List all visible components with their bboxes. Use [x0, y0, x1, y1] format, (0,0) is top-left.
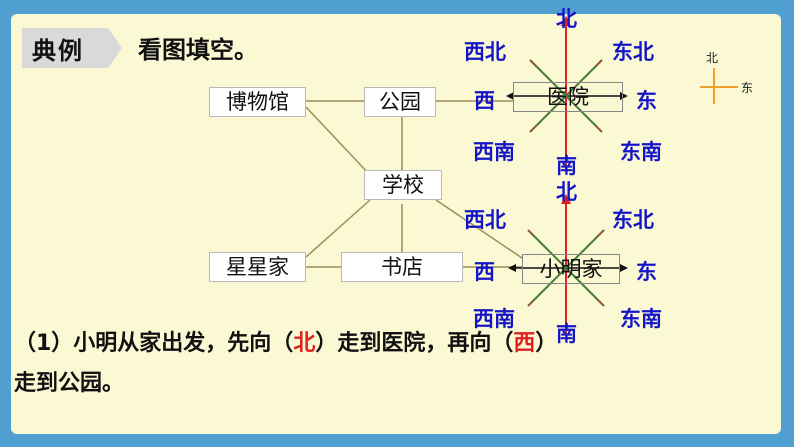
compass-bottom: [508, 194, 628, 335]
line-school-xiaoming: [435, 199, 523, 259]
compass-top-north-label: 北: [556, 7, 577, 31]
compass-top-southwest-label: 西南: [473, 140, 515, 164]
compass-bottom-northwest-label: 西北: [464, 208, 506, 232]
slide-card: [11, 14, 781, 434]
question-part3: ）: [535, 331, 558, 356]
node-xingxing-home: 星星家: [209, 252, 306, 282]
compass-top-south-label: 南: [556, 154, 577, 178]
example-badge: [22, 28, 122, 68]
node-bookstore: 书店: [341, 252, 463, 282]
map-connections: [305, 100, 523, 268]
compass-top-northwest-label: 西北: [464, 40, 506, 64]
compass-bottom-south-label: 南: [556, 322, 577, 346]
question-part2: ）走到医院，再向（: [315, 331, 514, 356]
answer-2: 西: [513, 331, 536, 356]
compass-bottom-southwest-label: 西南: [473, 307, 515, 331]
question-line-1: （1）小明从家出发，先向（北）走到医院，再向（西）: [14, 325, 557, 357]
question-part1: （1）小明从家出发，先向（: [14, 331, 294, 356]
question-line-2: 走到公园。: [14, 371, 125, 396]
direction-legend: [700, 68, 738, 104]
line-museum-school: [305, 106, 371, 176]
compass-bottom-west-label: 西: [474, 260, 495, 284]
compass-top-northeast-label: 东北: [612, 40, 654, 64]
node-school: 学校: [364, 170, 442, 200]
compass-bottom-north-label: 北: [556, 180, 577, 204]
instruction-text: 看图填空。: [138, 36, 258, 64]
line-school-xingxing: [305, 199, 371, 258]
compass-bottom-east-label: 东: [636, 260, 657, 284]
compass-top-east-label: 东: [636, 89, 657, 113]
node-park: 公园: [364, 87, 436, 117]
node-museum: 博物馆: [209, 87, 306, 117]
answer-1: 北: [293, 331, 316, 356]
compass-bottom-southeast-label: 东南: [620, 307, 662, 331]
legend-north-label: 北: [706, 51, 719, 65]
node-hospital: 医院: [513, 82, 623, 112]
compass-bottom-northeast-label: 东北: [612, 208, 654, 232]
compass-top-southeast-label: 东南: [620, 140, 662, 164]
node-xiaoming-home: 小明家: [522, 254, 620, 284]
legend-east-label: 东: [741, 81, 754, 95]
compass-bottom-north-arrow: [561, 194, 571, 204]
compass-top-north-arrow: [561, 16, 571, 26]
example-badge-label: 典例: [32, 36, 84, 65]
compass-top-west-label: 西: [474, 89, 495, 113]
